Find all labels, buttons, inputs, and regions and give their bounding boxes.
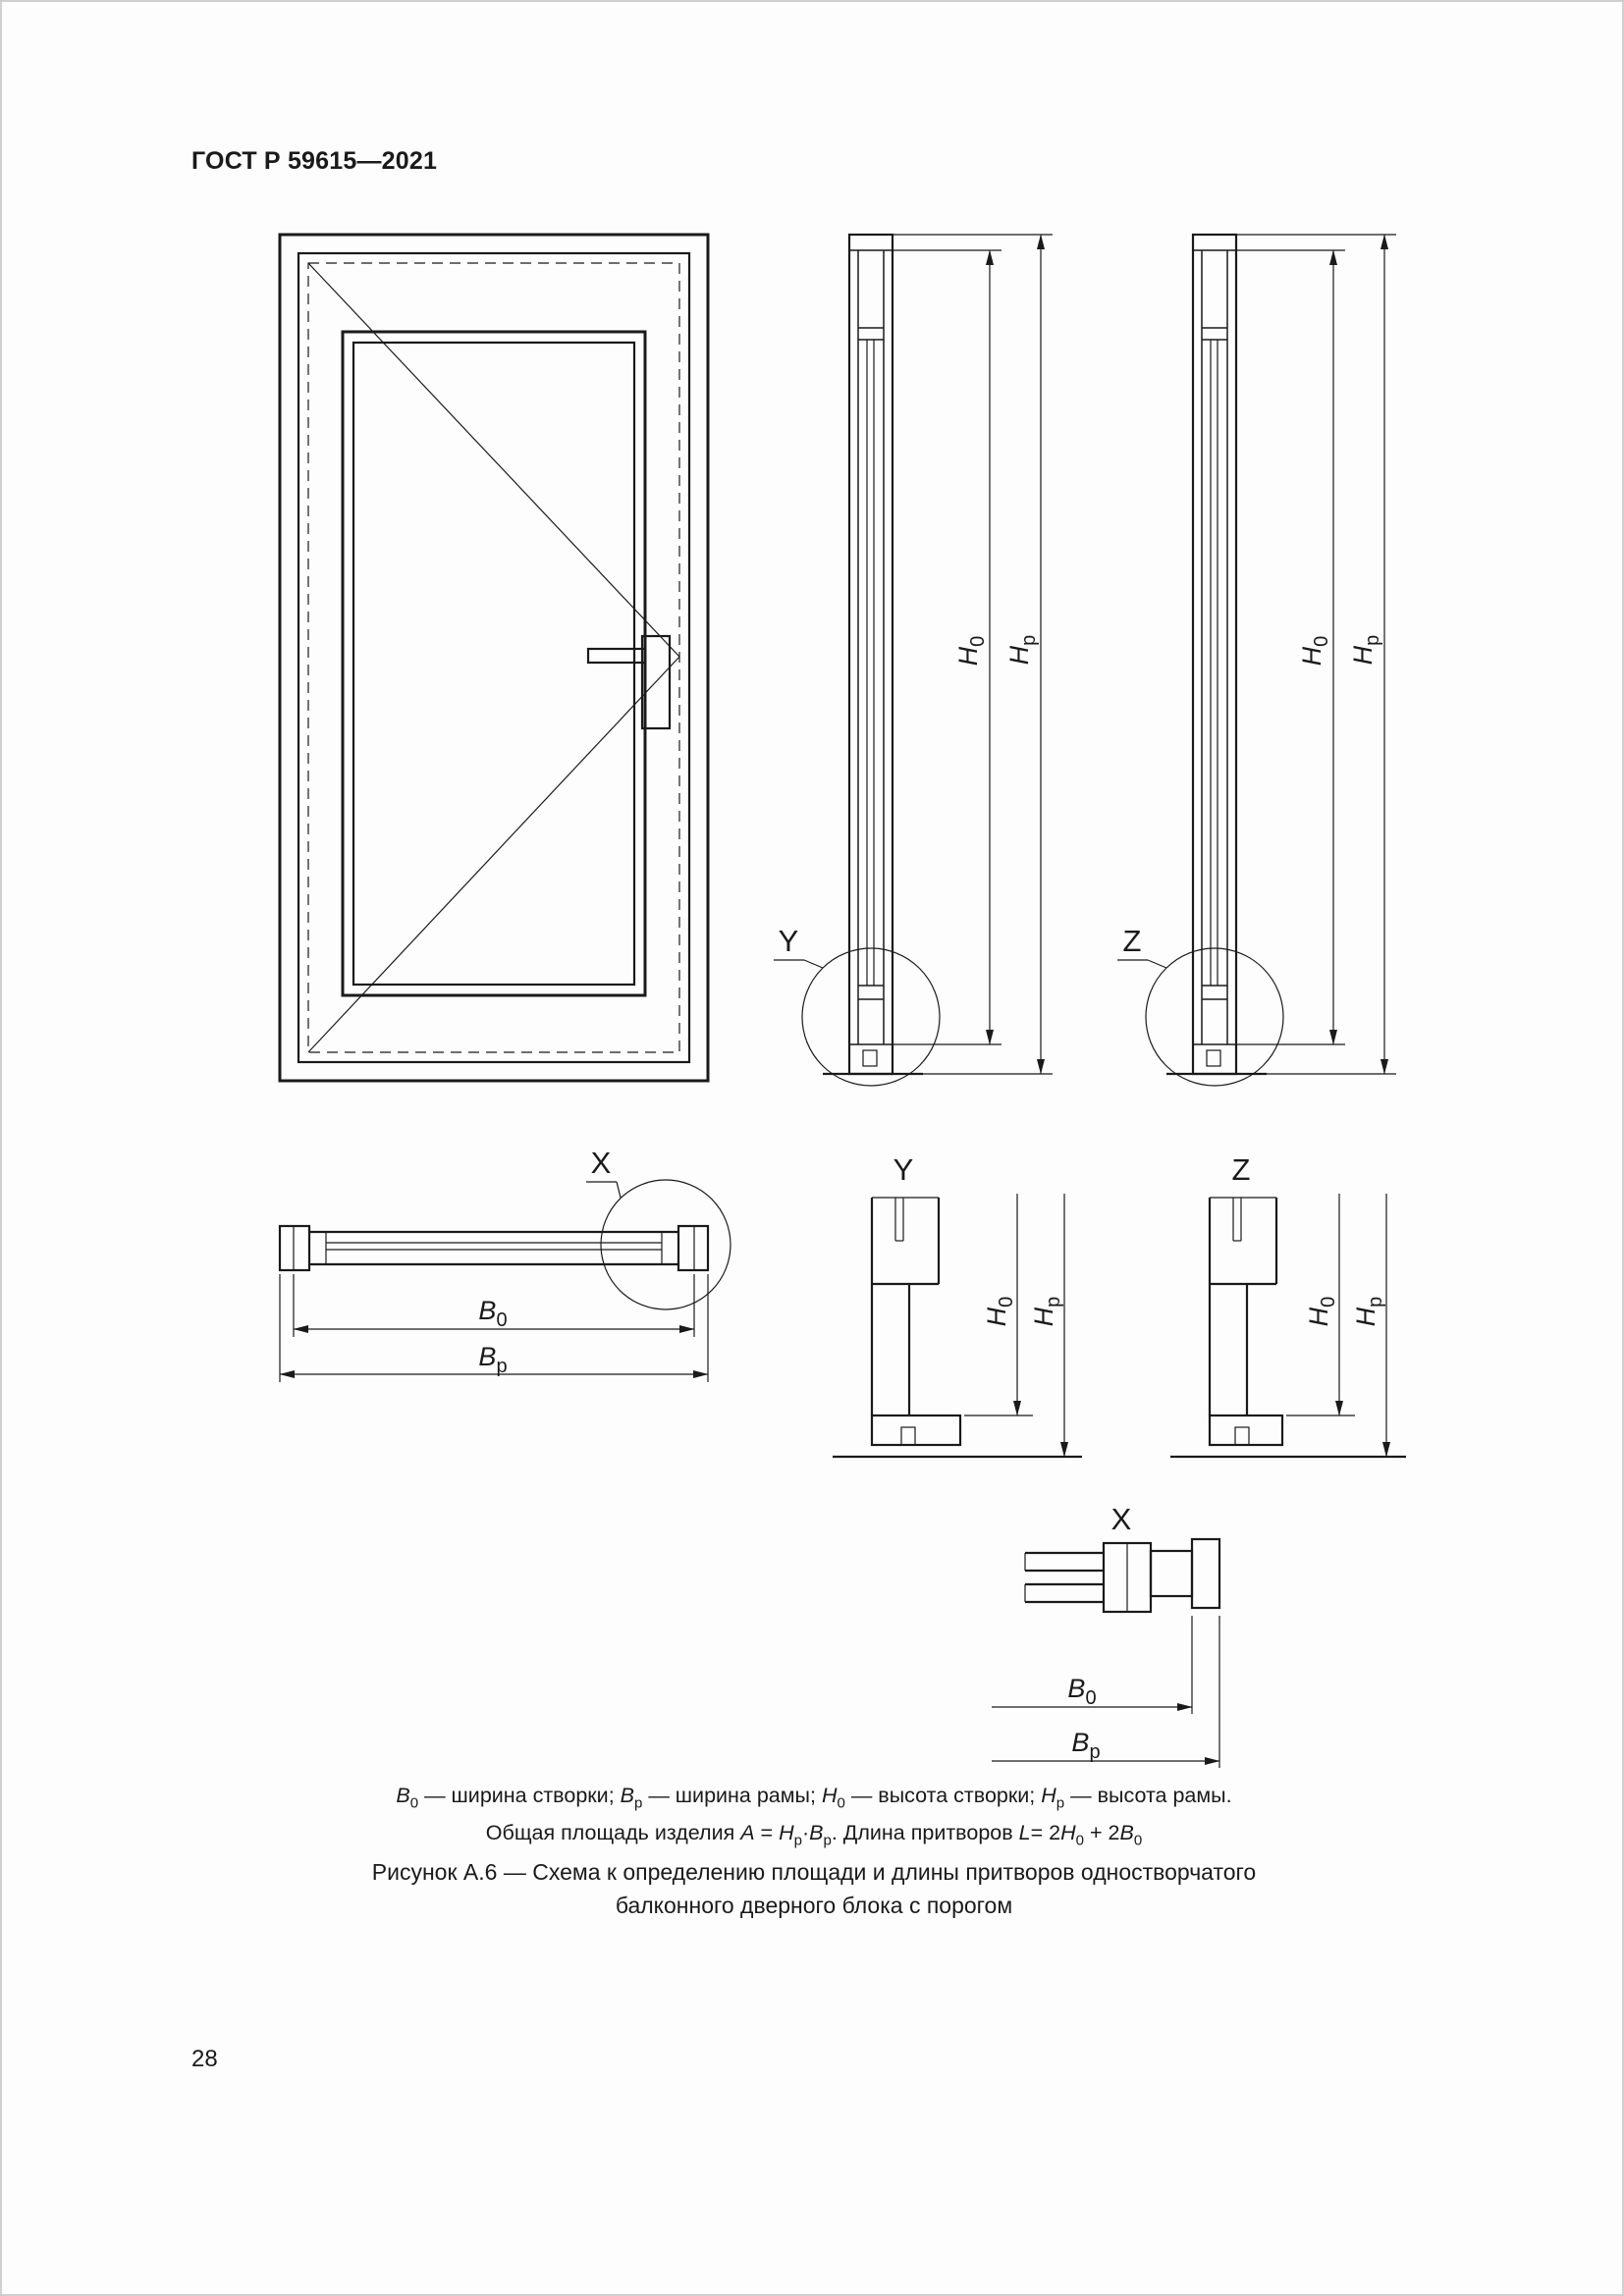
section-z-view: Z H0 Hр [1117, 233, 1396, 1087]
section-y-view: Y H0 Hр [774, 233, 1053, 1087]
dimension-h0-detail-y: H0 [964, 1194, 1033, 1416]
front-view [278, 233, 710, 1083]
dimension-hp-section-y: Hр [893, 234, 1053, 1075]
var-h0-sub: 0 [837, 1794, 845, 1812]
figure-caption-line-2: балконного дверного блока с порогом [615, 1893, 1013, 1918]
dimension-bp-detail-x: Bр [992, 1616, 1220, 1768]
detail-circle-y [801, 947, 941, 1087]
legend-h0-desc: — высота створки; [844, 1784, 1042, 1807]
dimension-hp-detail-y: Hр [1029, 1194, 1068, 1458]
legend-hp-desc: — высота рамы. [1064, 1784, 1232, 1807]
dimension-h0-detail-z: H0 [1286, 1194, 1355, 1416]
opening-diagonal-top [307, 262, 680, 658]
legend-bp-desc: — ширина рамы; [642, 1784, 822, 1807]
figure-caption: Рисунок А.6 — Схема к определению площад… [2, 1855, 1622, 1922]
detail-title-z: Z [1232, 1152, 1251, 1187]
frame-jamb-outer [1190, 1537, 1221, 1610]
dim-label-h0: H0 [1304, 1297, 1339, 1327]
door-frame-outer [278, 233, 710, 1083]
dimension-h0-section-y: H0 [893, 249, 1001, 1045]
door-handle [586, 634, 672, 730]
dimension-b0-plan: B0 [293, 1274, 695, 1337]
detail-marker-z: Z [1123, 924, 1142, 958]
detail-title-y: Y [893, 1152, 914, 1187]
dim-label-h0: H0 [1297, 636, 1332, 667]
legend-line-1: B0 — ширина створки; Bр — ширина рамы; H… [2, 1781, 1622, 1818]
var-bp: B [620, 1784, 634, 1807]
dim-label-b0: B0 [478, 1296, 507, 1331]
var-length: L [1018, 1821, 1031, 1845]
dim-label-hp: Hр [1029, 1297, 1064, 1327]
var-bp-sub: р [633, 1794, 643, 1812]
legend-line-2: Общая площадь изделия A = Hр·Bр. Длина п… [485, 1821, 1143, 1849]
dim-label-bp: Bр [478, 1342, 507, 1377]
detail-title-x: X [1111, 1502, 1132, 1536]
dimension-h0-section-z: H0 [1236, 249, 1345, 1045]
sash-stile [1102, 1541, 1153, 1614]
var-hp-sub: р [1056, 1794, 1065, 1812]
opening-contour-dashed [307, 262, 680, 1053]
figure-caption-line-1: Рисунок А.6 — Схема к определению площад… [371, 1859, 1257, 1885]
legend-b0-desc: — ширина створки; [418, 1784, 621, 1807]
var-b0-sub: 0 [409, 1794, 419, 1812]
detail-x: X B0 Bр [992, 1502, 1221, 1768]
var-h0: H [821, 1784, 838, 1807]
dim-label-b0: B0 [1067, 1674, 1096, 1709]
detail-marker-x: X [591, 1146, 612, 1180]
dimension-hp-detail-z: Hр [1351, 1194, 1390, 1458]
plan-view: X B0 Bр [278, 1146, 731, 1382]
detail-circle-z [1145, 947, 1284, 1087]
dim-label-hp: Hр [1348, 635, 1383, 666]
var-b0: B [396, 1784, 410, 1807]
frame-jamb-inner [1149, 1549, 1194, 1598]
detail-y: Y H0 Hр [833, 1152, 1082, 1459]
detail-circle-x [600, 1179, 731, 1310]
dim-label-h0: H0 [982, 1297, 1017, 1327]
dim-label-hp: Hр [1351, 1297, 1386, 1327]
threshold-block [1208, 1414, 1284, 1447]
dimension-bp-plan: Bр [279, 1274, 709, 1382]
sash-inner [352, 341, 636, 987]
detail-z: Z H0 Hр [1170, 1152, 1406, 1459]
dim-label-hp: Hр [1004, 635, 1040, 666]
dim-label-h0: H0 [953, 636, 989, 667]
figure-legend: B0 — ширина створки; Bр — ширина рамы; H… [2, 1781, 1622, 1856]
doc-header-title: ГОСТ Р 59615—2021 [191, 147, 438, 175]
detail-marker-y: Y [779, 924, 799, 958]
dimension-b0-detail-x: B0 [992, 1616, 1193, 1714]
dim-label-bp: Bр [1071, 1728, 1100, 1763]
page-number: 28 [191, 2046, 218, 2072]
var-hp: H [1041, 1784, 1056, 1807]
sash-outer [341, 330, 647, 997]
threshold-block [870, 1414, 962, 1447]
opening-diagonal-bottom [307, 656, 680, 1053]
dimension-hp-section-z: Hр [1236, 234, 1396, 1075]
var-area: A [740, 1821, 755, 1845]
door-frame-inner [297, 251, 691, 1064]
